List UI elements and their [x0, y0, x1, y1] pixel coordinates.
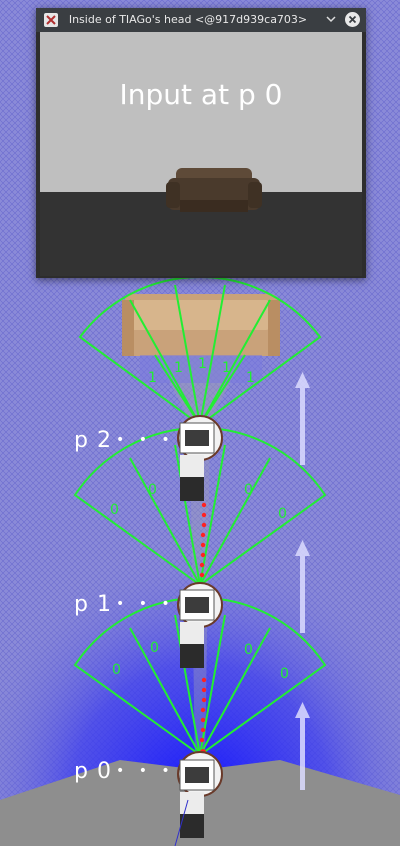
pose-dots-p2: • • • — [116, 432, 175, 448]
reading-p1-0: 0 — [110, 502, 119, 518]
pose-dots-p0: • • • — [116, 763, 175, 779]
pose-label-p0: p 0 — [74, 759, 112, 784]
reading-p0-3: 0 — [280, 666, 289, 682]
reading-p2-4: 1 — [246, 370, 255, 386]
reading-p2-3: 1 — [222, 360, 231, 376]
planned-path — [199, 502, 207, 755]
window-title: Inside of TIAGo's head <@917d939ca703> — [68, 13, 308, 26]
axis-line — [174, 799, 189, 846]
sofa — [122, 294, 280, 383]
minimize-icon[interactable] — [324, 12, 338, 26]
pose-label-p1: p 1 — [74, 592, 112, 617]
reading-p1-1: 0 — [148, 482, 157, 498]
app-icon[interactable] — [44, 13, 58, 27]
reading-p0-2: 0 — [244, 642, 253, 658]
robot-p2[interactable] — [177, 415, 223, 501]
scan-readings: 1 1 1 1 1 0 0 0 0 0 0 0 0 — [110, 356, 289, 682]
reading-p0-1: 0 — [150, 640, 159, 656]
camera-viewport: Input at p 0 — [40, 32, 362, 276]
robot-p1[interactable] — [177, 582, 223, 668]
reading-p2-1: 1 — [174, 360, 183, 376]
close-icon[interactable] — [345, 12, 360, 27]
reading-p1-2: 0 — [244, 482, 253, 498]
reading-p1-3: 0 — [278, 506, 287, 522]
reading-p0-0: 0 — [112, 662, 121, 678]
sensor-fov-p2 — [78, 276, 322, 427]
window-titlebar[interactable]: Inside of TIAGo's head <@917d939ca703> — [36, 8, 366, 32]
reading-p2-2: 1 — [198, 356, 207, 372]
pose-dots-p1: • • • — [116, 596, 175, 612]
viewport-caption: Input at p 0 — [119, 78, 283, 111]
viewport-sofa — [166, 168, 262, 212]
robot-p0[interactable] — [177, 751, 223, 838]
pose-label-p2: p 2 — [74, 428, 112, 453]
motion-arrows — [295, 372, 310, 790]
camera-window[interactable]: Inside of TIAGo's head <@917d939ca703> I… — [36, 8, 366, 278]
reading-p2-0: 1 — [148, 370, 157, 386]
